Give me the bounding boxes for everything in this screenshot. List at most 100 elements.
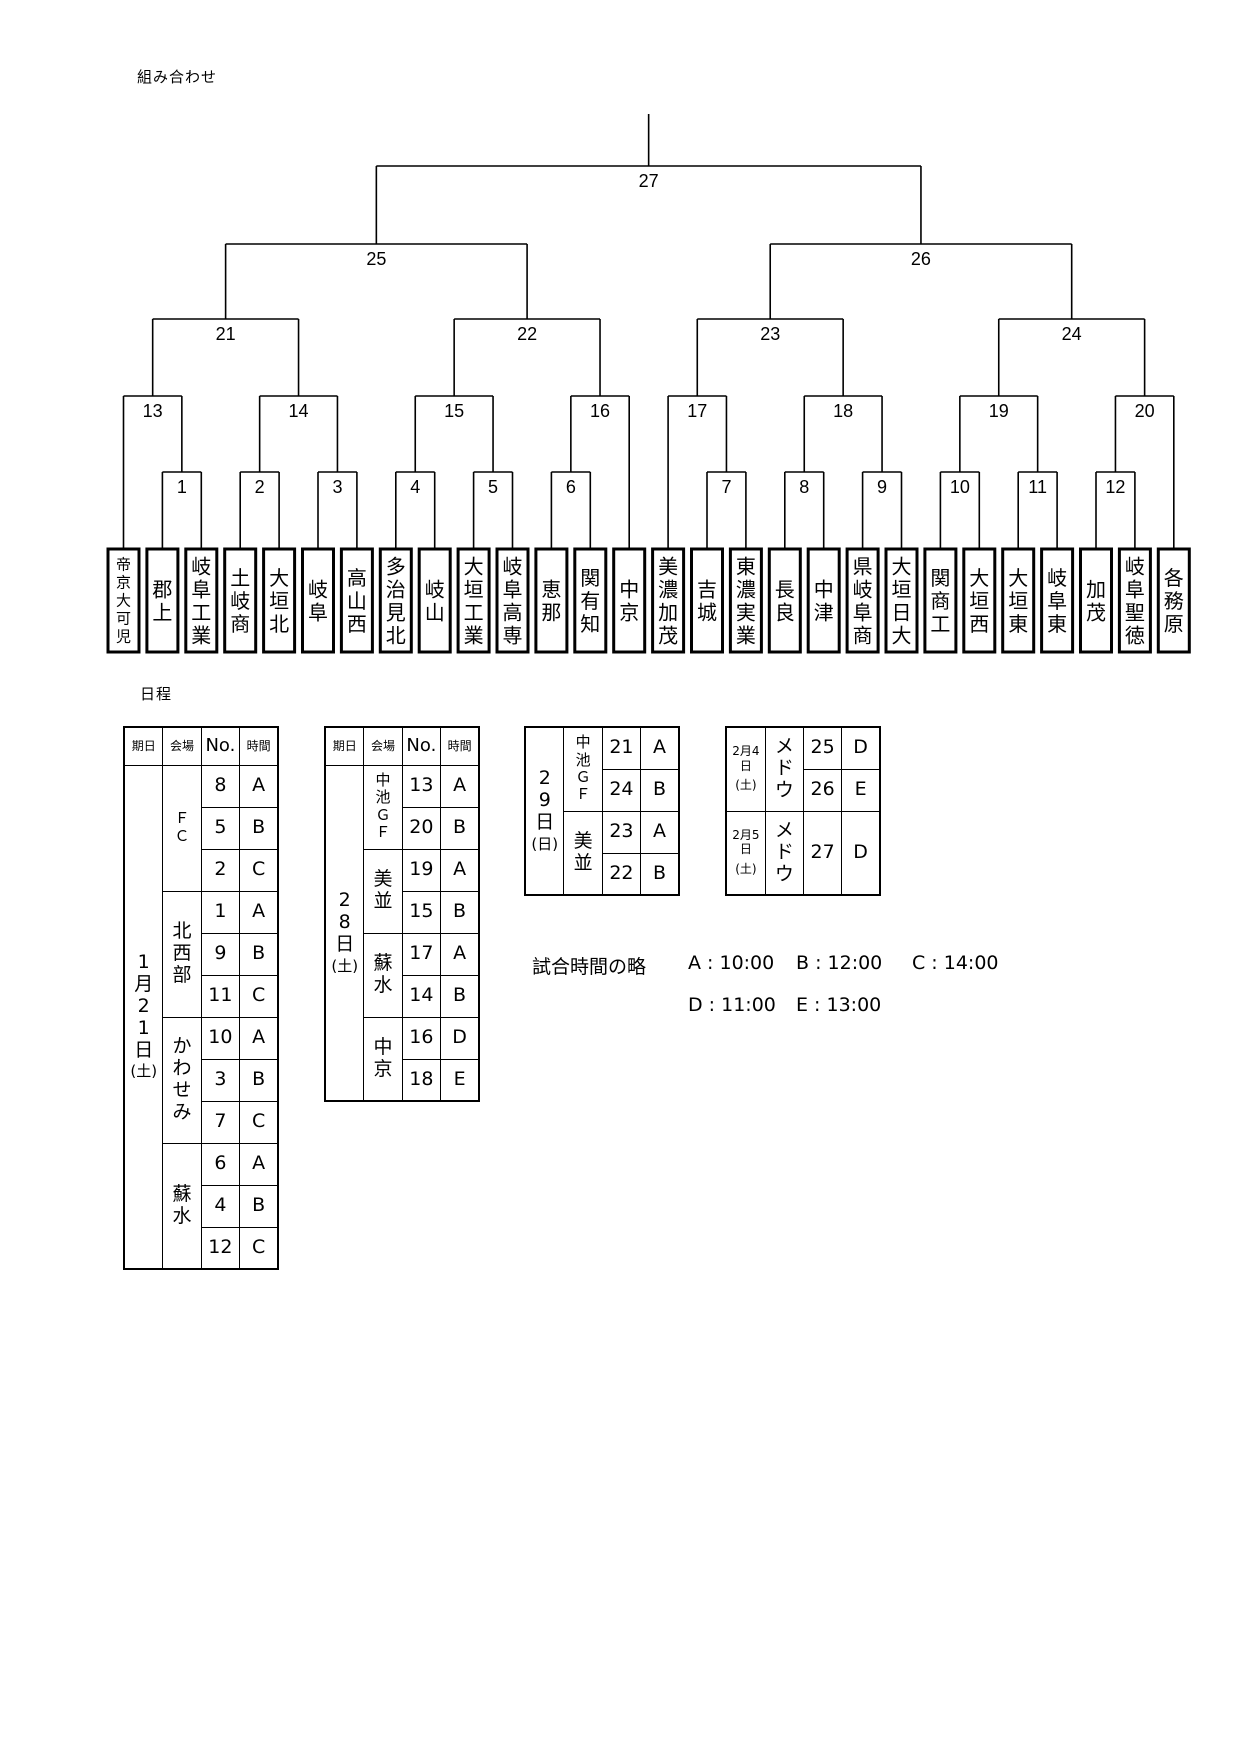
match-number: 23	[760, 324, 780, 344]
game-no: 25	[802, 726, 843, 770]
match-number: 16	[590, 401, 610, 421]
game-no: 11	[200, 974, 241, 1018]
game-no: 9	[200, 932, 241, 976]
team-name: 東濃実業	[736, 555, 756, 648]
match-number: 20	[1135, 401, 1155, 421]
team-box	[301, 547, 335, 654]
team-box	[1079, 547, 1113, 654]
day4a-date-cell: 2月4日 (土)	[725, 726, 766, 812]
team-name: 岐阜聖徳	[1125, 555, 1145, 648]
game-no: 16	[401, 1016, 442, 1060]
team-box	[728, 547, 763, 654]
game-time: A	[239, 1016, 279, 1060]
team-name: 岐山	[425, 578, 445, 625]
team-name: 岐阜東	[1047, 566, 1067, 636]
match-number: 10	[950, 477, 970, 497]
match-number: 7	[721, 477, 731, 497]
game-no: 18	[401, 1058, 442, 1102]
day1-date: 1月21日	[134, 951, 154, 1061]
match-number: 14	[289, 401, 309, 421]
game-time: B	[440, 974, 480, 1018]
team-box	[339, 547, 374, 654]
game-no: 13	[401, 764, 442, 808]
team-name: 恵那	[541, 578, 561, 625]
header-time: 時間	[440, 726, 480, 766]
game-no: 14	[401, 974, 442, 1018]
game-no: 6	[200, 1142, 241, 1186]
header-day: 期日	[324, 726, 365, 766]
team-name: 郡上	[152, 578, 172, 625]
game-time: D	[841, 810, 881, 896]
team-box	[495, 547, 530, 654]
game-time: C	[239, 1100, 279, 1144]
team-name: 中津	[814, 578, 834, 625]
header-no: No.	[401, 726, 442, 766]
game-no: 26	[802, 768, 843, 812]
match-number: 9	[877, 477, 887, 497]
team-box	[962, 547, 997, 654]
team-box	[690, 547, 724, 654]
team-name: 吉城	[697, 578, 717, 625]
day3-date: 29日	[535, 767, 555, 833]
match-number: 21	[216, 324, 236, 344]
team-name: 加茂	[1086, 578, 1106, 625]
game-no: 17	[401, 932, 442, 976]
team-name: 大垣西	[969, 566, 989, 636]
game-no: 2	[200, 848, 241, 892]
game-time: B	[640, 852, 680, 896]
day2-venue-3: 中京	[363, 1016, 403, 1102]
game-time: D	[841, 726, 881, 770]
match-number: 11	[1028, 477, 1047, 497]
game-no: 19	[401, 848, 442, 892]
team-name: 大垣日大	[892, 555, 912, 648]
game-no: 1	[200, 890, 241, 934]
match-number: 5	[488, 477, 498, 497]
game-no: 27	[802, 810, 843, 896]
team-box	[417, 547, 452, 654]
team-name: 岐阜工業	[191, 555, 211, 648]
team-name: 長良	[775, 578, 795, 625]
game-time: A	[640, 726, 680, 770]
team-name: 中京	[619, 578, 639, 625]
game-no: 3	[200, 1058, 241, 1102]
game-time: A	[640, 810, 680, 854]
team-box	[1001, 547, 1036, 654]
schedule-heading: 日程	[140, 685, 173, 703]
match-number: 4	[410, 477, 420, 497]
match-number: 12	[1105, 477, 1125, 497]
game-time: A	[440, 848, 480, 892]
game-time: B	[239, 806, 279, 850]
team-box	[923, 547, 958, 654]
legend-item-c: C : 14:00	[912, 952, 999, 974]
day1-weekday: (土)	[130, 1062, 158, 1081]
team-box	[534, 547, 569, 654]
game-no: 24	[601, 768, 642, 812]
match-number: 6	[566, 477, 576, 497]
legend-item-a: A : 10:00	[688, 952, 775, 974]
day1-venue-1: 北西部	[162, 890, 202, 1018]
day2-venue-0: 中池ＧＦ	[363, 764, 403, 850]
match-number: 27	[639, 171, 659, 191]
team-box	[845, 547, 880, 654]
team-name: 土岐商	[230, 566, 250, 636]
match-number: 1	[177, 477, 187, 497]
team-box	[223, 547, 258, 654]
match-number: 13	[143, 401, 163, 421]
game-time: B	[239, 1058, 279, 1102]
header-venue: 会場	[363, 726, 403, 766]
day3-date-cell: 29日 (日)	[524, 726, 565, 896]
game-time: A	[440, 932, 480, 976]
team-name: 多治見北	[386, 555, 406, 648]
day2-date: 28日	[335, 889, 355, 955]
team-name: 大垣北	[269, 566, 289, 636]
legend-item-b: B : 12:00	[796, 952, 883, 974]
match-number: 3	[332, 477, 342, 497]
tournament-bracket: 帝京大可児郡上岐阜工業土岐商大垣北岐阜高山西多治見北岐山大垣工業岐阜高専恵那関有…	[106, 114, 1191, 654]
game-time: B	[239, 932, 279, 976]
header-venue: 会場	[162, 726, 202, 766]
game-time: C	[239, 848, 279, 892]
team-name: 大垣工業	[464, 555, 484, 648]
team-box	[378, 547, 413, 654]
